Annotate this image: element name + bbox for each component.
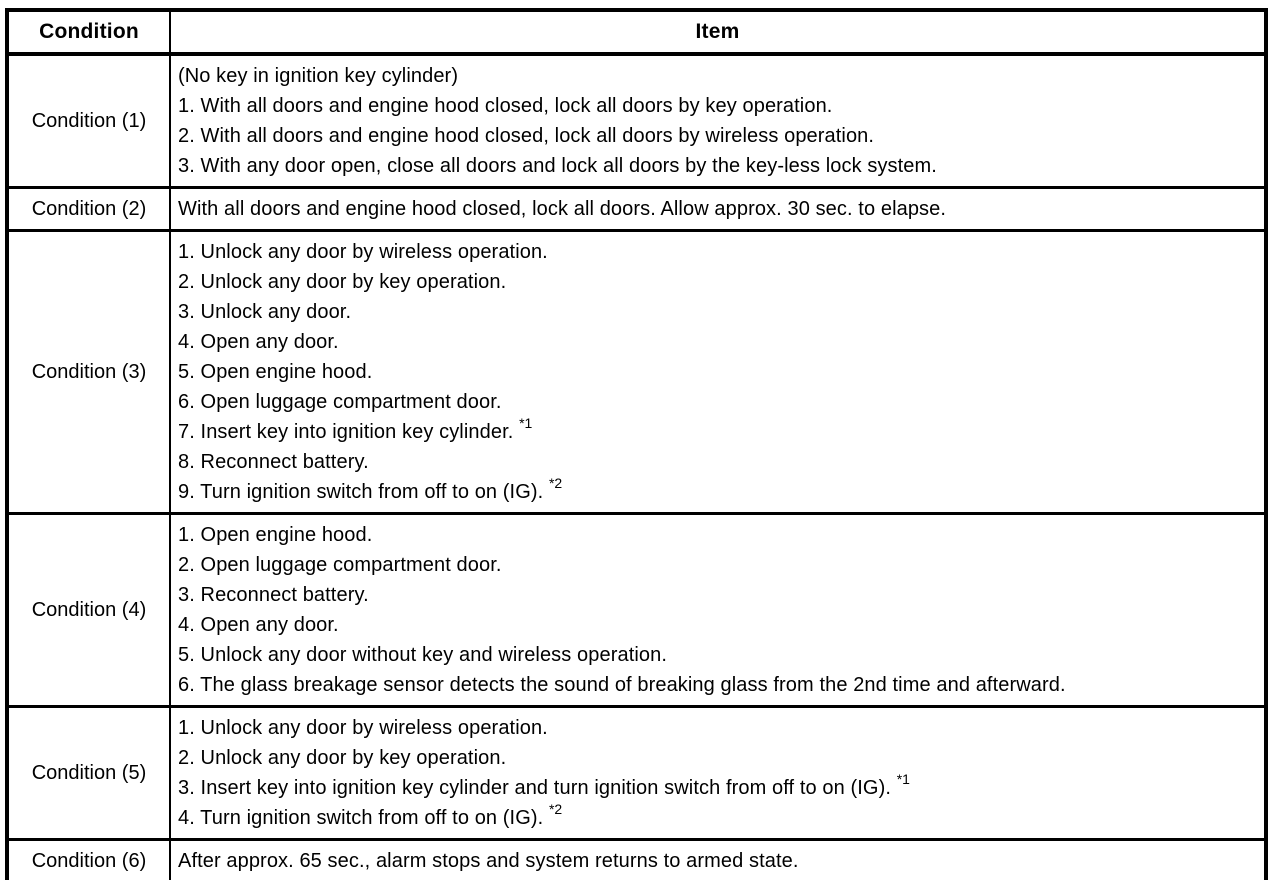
item-line: With all doors and engine hood closed, l… xyxy=(178,198,947,220)
condition-cell: Condition (4) xyxy=(6,512,171,708)
header-row: Condition Item xyxy=(6,9,1267,56)
condition-cell: Condition (3) xyxy=(6,229,171,515)
item-line: 2. Unlock any door by key operation. xyxy=(178,747,507,769)
item-line: 5. Open engine hood. xyxy=(178,361,373,383)
item-cell: 1. Unlock any door by wireless operation… xyxy=(169,705,1267,841)
item-cell: After approx. 65 sec., alarm stops and s… xyxy=(169,838,1267,880)
table-row: Condition (5) 1. Unlock any door by wire… xyxy=(6,705,1267,841)
item-line: 4. Open any door. xyxy=(178,614,339,636)
footnote-marker: *1 xyxy=(519,415,533,432)
item-line: 2. Open luggage compartment door. xyxy=(178,554,502,576)
item-line: 1. With all doors and engine hood closed… xyxy=(178,95,833,117)
item-line: 4. Turn ignition switch from off to on (… xyxy=(178,801,563,829)
item-line: 7. Insert key into ignition key cylinder… xyxy=(178,415,533,443)
item-line: After approx. 65 sec., alarm stops and s… xyxy=(178,850,799,872)
item-line: 4. Open any door. xyxy=(178,331,339,353)
condition-cell: Condition (2) xyxy=(6,186,171,232)
item-cell: 1. Unlock any door by wireless operation… xyxy=(169,229,1267,515)
footnote-marker: *2 xyxy=(548,475,563,492)
table-row: Condition (4) 1. Open engine hood. 2. Ope… xyxy=(6,512,1267,708)
item-cell: 1. Open engine hood. 2. Open luggage comp… xyxy=(169,512,1267,708)
item-line: 2. With all doors and engine hood closed… xyxy=(178,125,875,147)
item-line: 3. With any door open, close all doors a… xyxy=(178,155,937,177)
footnote-marker: *1 xyxy=(896,771,910,788)
item-line: 6. Open luggage compartment door. xyxy=(178,391,502,413)
table-row: Condition (3) 1. Unlock any door by wire… xyxy=(6,229,1267,515)
footnote-marker: *2 xyxy=(548,801,563,818)
condition-cell: Condition (5) xyxy=(6,705,171,841)
condition-cell: Condition (6) xyxy=(6,838,171,880)
item-cell: (No key in ignition key cylinder) 1. With… xyxy=(169,52,1267,189)
item-line: 3. Unlock any door. xyxy=(178,301,352,323)
item-cell: With all doors and engine hood closed, l… xyxy=(169,186,1267,232)
item-column-header: Item xyxy=(169,9,1267,56)
condition-item-table: Condition Item Condition (1) (No key in … xyxy=(5,8,1268,880)
item-line: 9. Turn ignition switch from off to on (… xyxy=(178,475,563,503)
condition-cell: Condition (1) xyxy=(6,52,171,189)
table-row: Condition (6) After approx. 65 sec., ala… xyxy=(6,838,1267,880)
item-line: 3. Insert key into ignition key cylinder… xyxy=(178,771,910,799)
item-line: 8. Reconnect battery. xyxy=(178,451,369,473)
item-line: 5. Unlock any door without key and wirel… xyxy=(178,644,667,666)
table-row: Condition (1) (No key in ignition key cy… xyxy=(6,52,1267,189)
item-line: 1. Unlock any door by wireless operation… xyxy=(178,717,548,739)
table-row: Condition (2) With all doors and engine … xyxy=(6,186,1267,232)
item-line: 2. Unlock any door by key operation. xyxy=(178,271,507,293)
condition-column-header: Condition xyxy=(6,9,171,56)
item-line: 1. Open engine hood. xyxy=(178,524,373,546)
item-line: (No key in ignition key cylinder) xyxy=(178,65,459,87)
item-line: 6. The glass breakage sensor detects the… xyxy=(178,674,1066,696)
item-line: 3. Reconnect battery. xyxy=(178,584,369,606)
item-line: 1. Unlock any door by wireless operation… xyxy=(178,241,548,263)
